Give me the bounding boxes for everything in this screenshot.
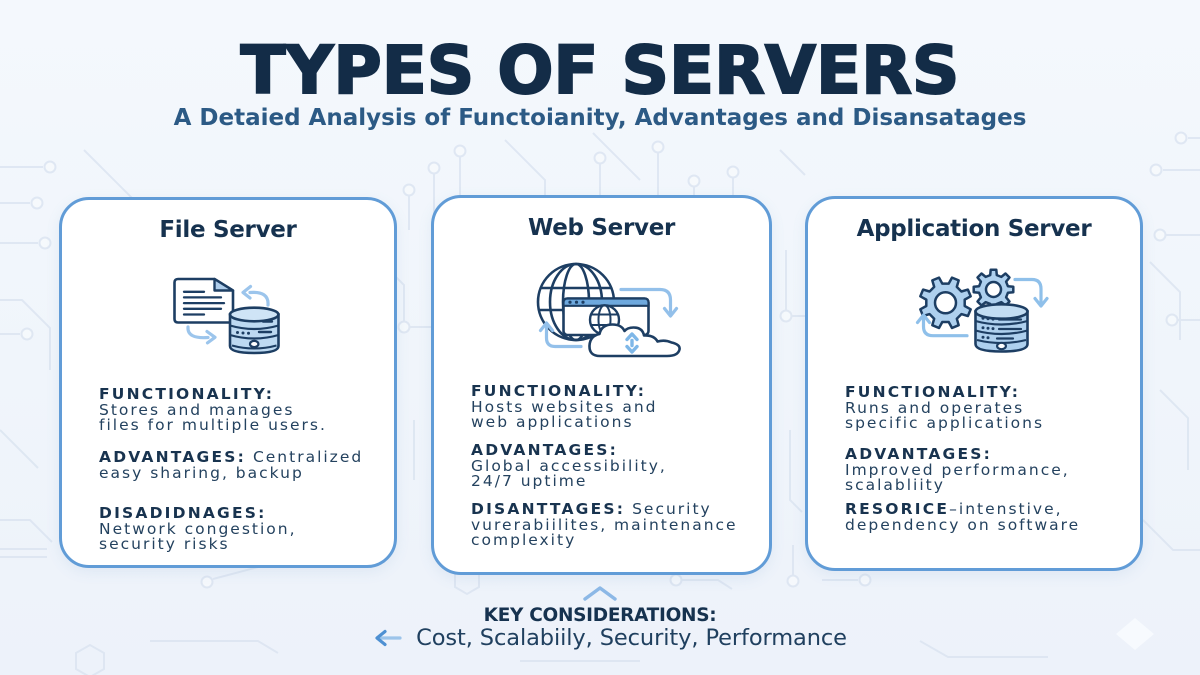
application-server-icon <box>915 268 1049 353</box>
advantages-section: ADVANTAGES: Global accessibility, 24/7 u… <box>471 441 667 490</box>
key-considerations-title: KEY CONSIDERATIONS: <box>483 605 717 626</box>
page-title: TYPES OF SERVERS <box>240 32 961 110</box>
functionality-section: FUNCTIONALITY: Stores and manages files … <box>99 385 327 434</box>
left-arrow-icon <box>375 629 402 647</box>
chevron-up-icon <box>583 586 617 601</box>
card-title: Application Server <box>856 216 1092 242</box>
file-server-icon <box>173 277 280 355</box>
web-server-icon <box>536 262 681 358</box>
advantages-section: ADVANTAGES: Centralized easy sharing, ba… <box>99 448 364 482</box>
card-title: File Server <box>159 217 297 243</box>
card-application-server: Application Server <box>805 196 1143 571</box>
disadvantages-section: DISADIDNAGES: Network congestion, securi… <box>99 504 297 553</box>
key-considerations-line: Cost, Scalabiily, Security, Performance <box>0 625 1200 651</box>
disadvantages-section: RESORICE–intenstive, dependency on softw… <box>845 500 1081 534</box>
disadvantages-section: DISANTTAGES: Security vurerabiilites, ma… <box>471 500 738 549</box>
functionality-section: FUNCTIONALITY: Hosts websites and web ap… <box>471 382 658 431</box>
functionality-section: FUNCTIONALITY: Runs and operates specifi… <box>845 383 1045 432</box>
card-file-server: File Server <box>59 197 397 568</box>
page-subtitle: A Detaied Analysis of Functoianity, Adva… <box>173 105 1027 131</box>
key-items-text: Cost, Scalabiily, Security, Performance <box>416 625 847 651</box>
card-web-server: Web Server <box>431 195 772 575</box>
advantages-section: ADVANTAGES: Improved performance, scalab… <box>845 445 1070 494</box>
card-title: Web Server <box>527 215 676 241</box>
